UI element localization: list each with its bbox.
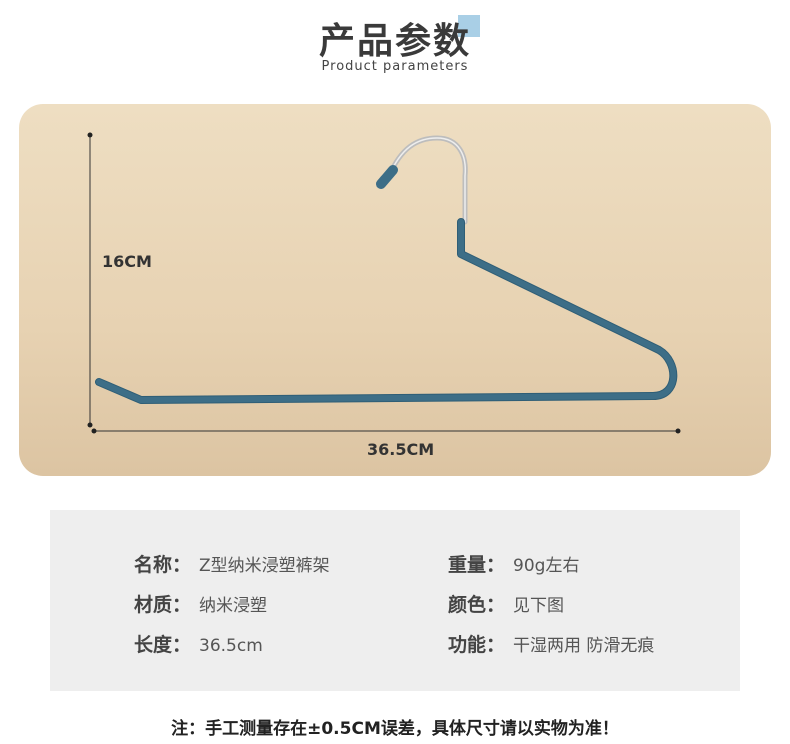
height-dimension-label: 16CM xyxy=(102,252,152,271)
hanger-hook-cap xyxy=(376,165,398,189)
spec-label: 颜色： xyxy=(448,594,506,616)
section-title: 产品参数 xyxy=(318,21,471,62)
title-accent-square xyxy=(458,15,480,37)
measurement-note: 注：手工测量存在±0.5CM误差，具体尺寸请以实物为准！ xyxy=(171,719,619,739)
spec-label: 长度： xyxy=(134,634,192,656)
spec-value: 纳米浸塑 xyxy=(199,596,268,616)
spec-value: 36.5cm xyxy=(199,636,263,656)
specs-panel: 名称： Z型纳米浸塑裤架 材质： 纳米浸塑 长度： 36.5cm 重量： 90g左右 颜… xyxy=(50,510,740,691)
product-image-panel: 16CM 36.5CM xyxy=(19,104,771,476)
spec-value: 见下图 xyxy=(513,596,565,616)
spec-name: 名称： Z型纳米浸塑裤架 xyxy=(134,550,330,577)
hanger-body-shadow xyxy=(95,218,678,404)
spec-color: 颜色： 见下图 xyxy=(448,590,564,617)
hanger-hook-highlight xyxy=(388,137,467,223)
spec-value: 干湿两用 防滑无痕 xyxy=(513,636,655,656)
height-dimension-dot-bottom xyxy=(87,422,93,428)
spec-label: 重量： xyxy=(448,554,506,576)
hanger-body xyxy=(96,219,677,403)
width-dimension-label: 36.5CM xyxy=(367,440,435,459)
spec-function: 功能： 干湿两用 防滑无痕 xyxy=(448,630,654,657)
spec-value: Z型纳米浸塑裤架 xyxy=(199,556,330,576)
spec-label: 材质： xyxy=(134,594,192,616)
spec-label: 名称： xyxy=(134,554,192,576)
hanger-illustration xyxy=(87,132,681,434)
spec-length: 长度： 36.5cm xyxy=(134,630,263,657)
section-header: 产品参数 Product parameters xyxy=(0,0,790,90)
spec-weight: 重量： 90g左右 xyxy=(448,550,579,577)
width-dimension-dot-left xyxy=(91,428,97,434)
spec-material: 材质： 纳米浸塑 xyxy=(134,590,267,617)
hanger-hook-metal xyxy=(386,135,468,225)
section-subtitle: Product parameters xyxy=(321,59,469,74)
spec-value: 90g左右 xyxy=(513,556,580,576)
spec-label: 功能： xyxy=(448,634,506,656)
height-dimension-dot-top xyxy=(87,132,93,138)
width-dimension-dot-right xyxy=(675,428,681,434)
